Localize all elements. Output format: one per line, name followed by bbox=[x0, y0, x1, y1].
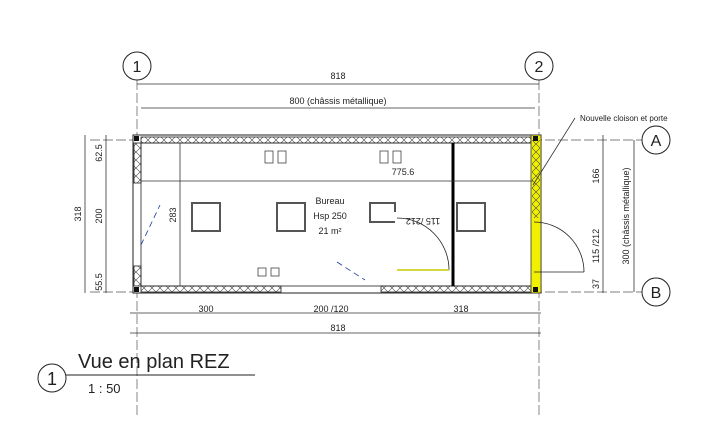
dim-right-top: 166 bbox=[591, 168, 601, 183]
dim-inner-door: 115 /212 bbox=[406, 216, 440, 226]
dim-left-window: 200 bbox=[94, 208, 104, 223]
electrical-symbols bbox=[257, 150, 402, 277]
grid-bubble-A: A bbox=[641, 125, 671, 155]
door-swings bbox=[140, 204, 585, 281]
view-title: 1 Vue en plan REZ 1 : 50 bbox=[37, 351, 255, 396]
dim-left-top: 62.5 bbox=[94, 144, 104, 162]
walls bbox=[132, 134, 542, 294]
room-height: Hsp 250 bbox=[313, 211, 347, 221]
svg-text:1 : 50: 1 : 50 bbox=[88, 381, 121, 396]
svg-text:A: A bbox=[651, 133, 662, 150]
svg-text:B: B bbox=[651, 285, 662, 302]
dim-right-chassis: 300 (châssis métallique) bbox=[621, 167, 631, 264]
dim-left-bottom: 55.5 bbox=[94, 273, 104, 291]
svg-text:2: 2 bbox=[535, 59, 544, 76]
svg-text:1: 1 bbox=[133, 59, 142, 76]
dim-overall-top: 818 bbox=[330, 71, 345, 81]
grid-bubble-2: 2 bbox=[524, 51, 554, 81]
grid-bubble-B: B bbox=[641, 277, 671, 307]
room-area: 21 m² bbox=[318, 226, 341, 236]
dim-right-door: 115 /212 bbox=[591, 229, 601, 263]
svg-text:Vue en plan REZ: Vue en plan REZ bbox=[78, 351, 230, 373]
dim-overall-bottom: 818 bbox=[330, 323, 345, 333]
dim-bottom-right: 318 bbox=[453, 304, 468, 314]
dim-chassis-top: 800 (châssis métallique) bbox=[289, 96, 386, 106]
dim-right-bottom: 37 bbox=[591, 279, 601, 289]
dim-bottom-left: 300 bbox=[198, 304, 213, 314]
dim-inner-width: 283 bbox=[168, 207, 178, 222]
floor-openings bbox=[191, 202, 486, 232]
dim-inner-length: 775.6 bbox=[392, 167, 415, 177]
dim-bottom-door: 200 /120 bbox=[313, 304, 348, 314]
svg-text:1: 1 bbox=[47, 369, 57, 389]
room-name: Bureau bbox=[315, 196, 344, 206]
dim-left-total: 318 bbox=[73, 206, 83, 221]
callout-new-partition: Nouvelle cloison et porte bbox=[580, 114, 668, 123]
grid-bubble-1: 1 bbox=[122, 51, 152, 81]
